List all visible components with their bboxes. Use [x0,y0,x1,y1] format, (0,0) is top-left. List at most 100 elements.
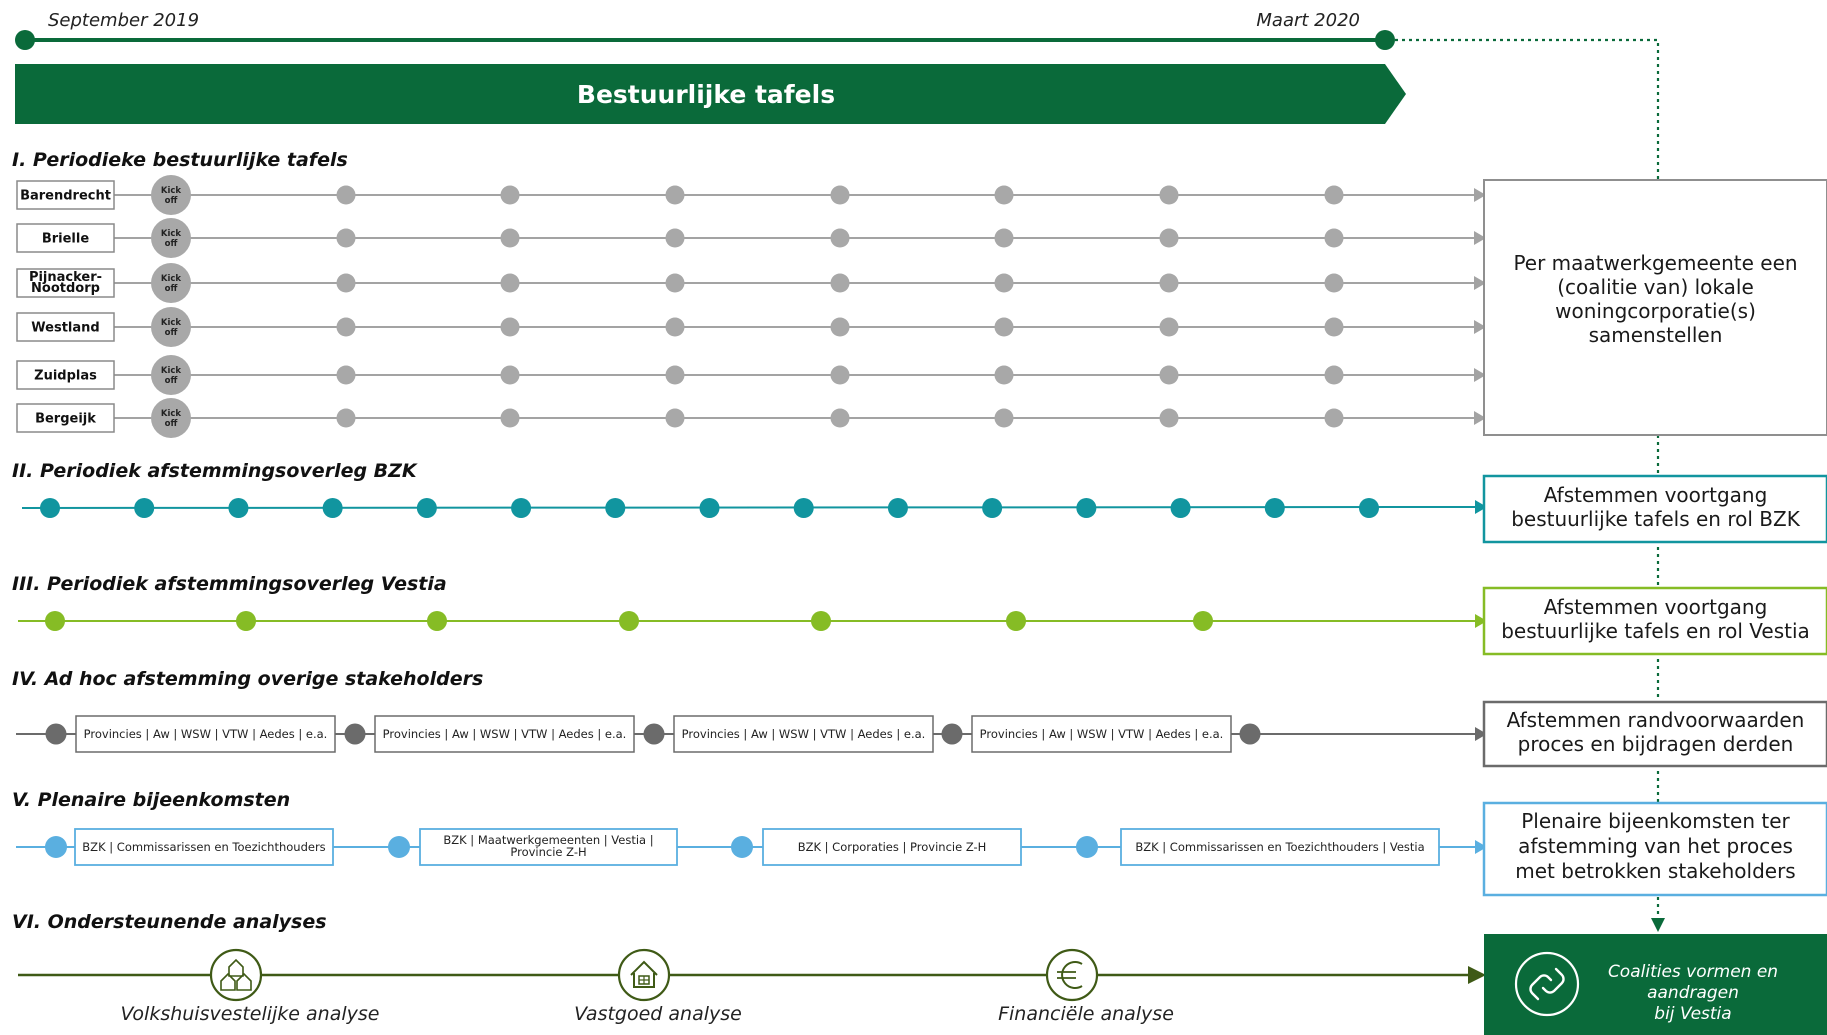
analysis-icon-circle [617,948,671,1002]
vestia-meeting-dot [619,611,639,631]
kickoff-circle [151,263,191,303]
stakeholder-chip [374,715,635,753]
analyses-arrowhead [1468,966,1486,984]
banner-arrow [15,64,1406,124]
gemeente-label: Pijnacker-Nootdorp [29,270,102,296]
stakeholder-chip [971,715,1232,753]
gemeente-label-box [16,223,115,253]
plenary-chip-label: BZK | Commissarissen en Toezichthouders … [1135,840,1424,854]
stakeholder-meeting-dot [643,723,665,745]
section-heading-4: IV. Ad hoc afstemming overige stakeholde… [12,668,483,690]
meeting-dot [500,365,520,385]
meeting-dot [830,365,850,385]
bzk-arrowhead [1475,500,1487,514]
bzk-lane [21,498,1487,518]
stakeholder-chip [75,715,336,753]
vestia-meeting-dot [1006,611,1026,631]
meeting-dot [1324,317,1344,337]
bzk-meeting-dot [322,498,343,518]
section-heading-1: I. Periodieke bestuurlijke tafels [12,149,348,171]
gemeente-label-line: Zuidplas [34,369,97,384]
banner: Bestuurlijke tafels [15,64,1406,124]
meeting-dot [1159,228,1179,248]
kickoff-label-line: off [165,284,178,294]
outcome-label-o4-line: proces en bijdragen derden [1518,732,1794,756]
link-icon-circle [1514,951,1580,1017]
kickoff-label-line: off [165,376,178,386]
kickoff-label-line: off [165,196,178,206]
section-heading-6: VI. Ondersteunende analyses [12,911,327,933]
analysis-icon-circle [209,948,263,1002]
meeting-dot [830,408,850,428]
kickoff-label-line: Kick [161,229,182,239]
meeting-dot [1159,273,1179,293]
table-row-arrowhead [1474,368,1486,382]
bzk-meeting-dot [40,498,60,518]
stakeholder-meeting-dot [45,723,67,745]
meeting-dot [500,228,520,248]
meeting-dot [336,185,356,205]
outcome-label-o1-line: samenstellen [1589,323,1723,347]
vestia-meeting-dot [1193,611,1213,631]
meeting-dot [1159,408,1179,428]
meeting-dot [830,185,850,205]
analysis-label: Financiële analyse [998,1003,1174,1025]
outcome-label-o6-line: bij Vestia [1654,1004,1731,1024]
gemeente-label-line: Nootdorp [31,281,100,296]
meeting-dot [1324,273,1344,293]
outcome-box-o4 [1482,700,1827,768]
plenary-chip [762,828,1022,866]
stakeholder-chip-label-line: Provincies | Aw | WSW | VTW | Aedes | e.… [383,727,627,741]
gemeente-label-line: Westland [31,321,99,336]
stakeholder-meeting-dot [344,723,366,745]
house-icon [617,948,671,1002]
link-icon [1514,951,1580,1017]
vestia-meeting-dot [811,611,831,631]
gemeente-label-box [16,360,115,390]
outcome-label-o1-line: woningcorporatie(s) [1555,299,1756,323]
stakeholder-chip-label: Provincies | Aw | WSW | VTW | Aedes | e.… [980,727,1224,741]
kickoff-label-line: off [165,328,178,338]
bzk-meeting-dot [982,498,1003,518]
kickoff-circle [151,218,191,258]
meeting-dot [336,408,356,428]
meeting-dot [1324,185,1344,205]
house-shape [220,972,236,991]
stakeholder-chip-label: Provincies | Aw | WSW | VTW | Aedes | e.… [682,727,926,741]
kickoff-label-line: Kick [161,186,182,196]
timeline-end-dot [1375,30,1395,50]
banner-label: Bestuurlijke tafels [577,80,835,109]
plenary-meeting-dot [731,836,753,858]
gemeente-label: Bergeijk [35,412,96,427]
meeting-dot [336,365,356,385]
gemeente-label-line: Pijnacker- [29,270,102,285]
outcome-label-o3-line: bestuurlijke tafels en rol Vestia [1501,619,1810,643]
meeting-dot [665,185,685,205]
bzk-meeting-dot [887,498,908,518]
vestia-meeting-dot [236,611,256,631]
kickoff-circle [151,398,191,438]
gemeente-label: Zuidplas [34,369,97,384]
meeting-dot [1159,185,1179,205]
meeting-dot [994,185,1014,205]
bzk-meeting-dot [134,498,155,518]
meeting-dot [336,228,356,248]
analysis-label: Vastgoed analyse [574,1003,742,1025]
outcome-label-o1: Per maatwerkgemeente een(coalitie van) l… [1513,251,1797,347]
kickoff-label-line: Kick [161,274,182,284]
plenary-meeting-dot [1076,836,1098,858]
gemeente-label-line: Bergeijk [35,412,96,427]
meeting-dot [994,228,1014,248]
meeting-dot [336,273,356,293]
stakeholder-chip-label: Provincies | Aw | WSW | VTW | Aedes | e.… [84,727,328,741]
meeting-dot [994,317,1014,337]
plenary-chip-label-line: BZK | Maatwerkgemeenten | Vestia | [443,833,653,847]
